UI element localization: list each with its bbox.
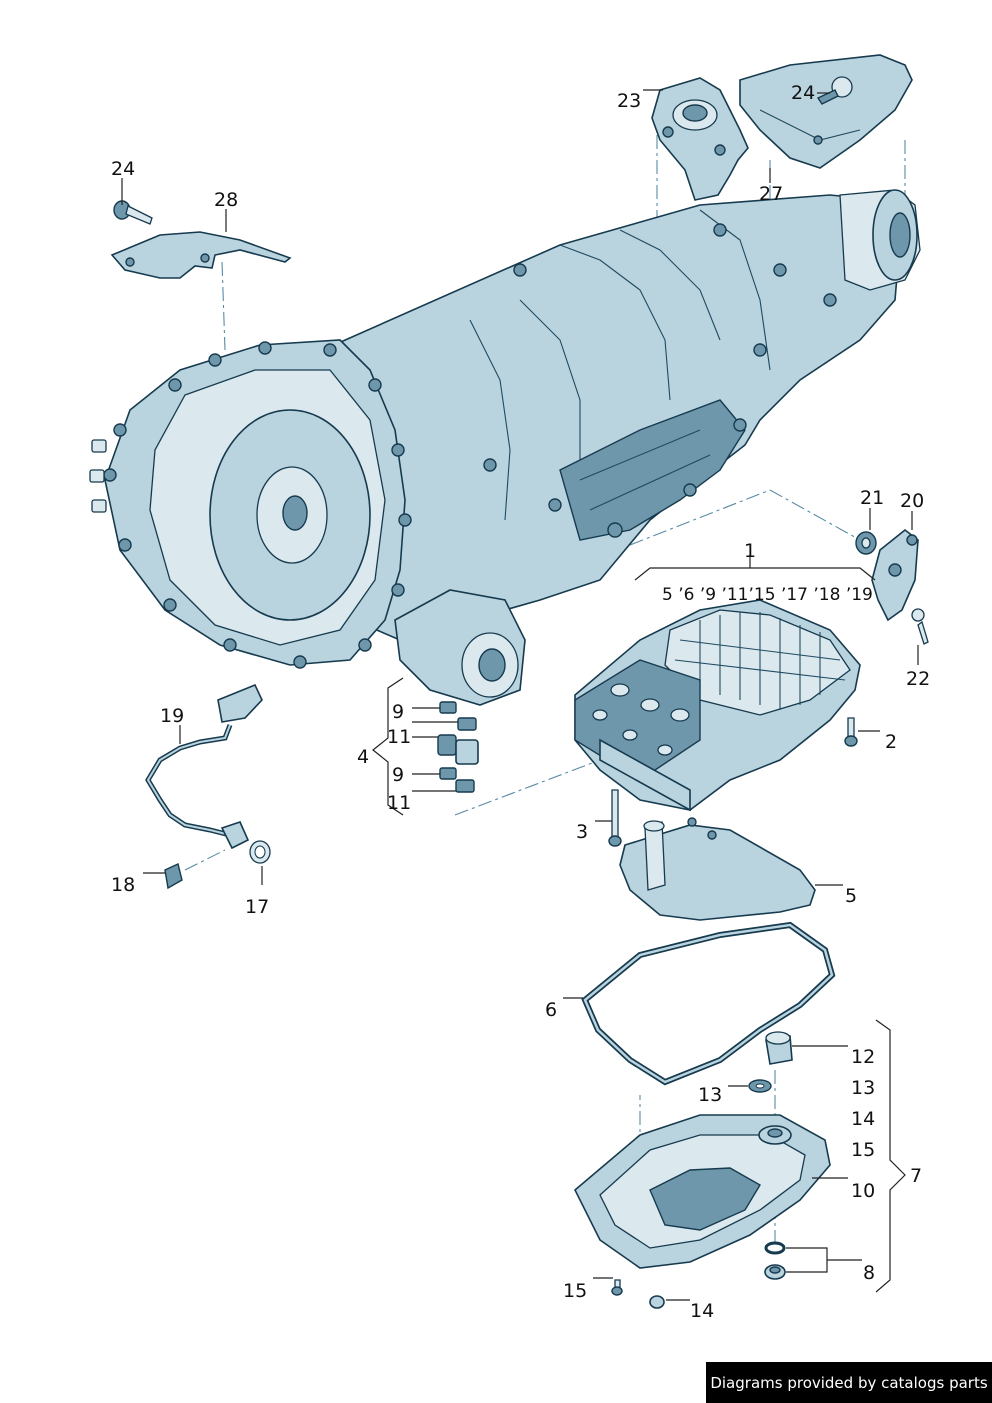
label-17: 17 [245,896,269,918]
label-15: 15 [563,1280,587,1302]
label-6: 6 [545,999,557,1021]
label-24-left: 24 [111,158,135,180]
label-11-top: 11 [387,726,411,748]
gasket-6 [581,921,836,1086]
plug-12-13 [748,1031,793,1093]
label-12: 12 [851,1046,875,1068]
label-15-list: 15 [851,1139,875,1161]
label-9-bottom: 9 [392,764,404,786]
label-4: 4 [357,746,369,768]
leader-lines [121,89,919,1301]
label-group-1-components: 5 ’6 ’9 ’11’15 ’17 ’18 ’19 [662,585,873,605]
harness-19 [145,683,271,890]
label-14: 14 [690,1300,714,1322]
valve-body-1 [574,599,861,812]
label-10: 10 [851,1180,875,1202]
label-20: 20 [900,490,924,512]
label-7: 7 [910,1165,922,1187]
selector-parts-20-22 [855,528,929,645]
oil-pan-10 [574,1114,831,1269]
mount-bracket-23 [651,77,749,201]
bolt-24-right [816,76,853,105]
cover-27 [739,54,913,169]
label-13: 13 [698,1084,722,1106]
filter-5 [619,817,816,921]
label-9-top: 9 [392,701,404,723]
bushings-9-11 [437,701,479,793]
label-21: 21 [860,487,884,509]
callout-labels: 24 28 23 24 27 21 20 22 1 5 ’6 ’9 ’11’15… [111,82,930,1322]
footer-credit: Diagrams provided by catalogs parts [706,1362,992,1403]
label-22: 22 [906,668,930,690]
label-13-list: 13 [851,1077,875,1099]
label-5: 5 [845,885,857,907]
label-14-list: 14 [851,1108,875,1130]
label-27: 27 [759,183,783,205]
transmission-housing [89,189,921,706]
label-11-bottom: 11 [387,792,411,814]
bolt-24-left [113,200,153,225]
label-28: 28 [214,189,238,211]
label-19: 19 [160,705,184,727]
heat-shield-28 [110,231,292,279]
label-2: 2 [885,731,897,753]
drain-parts-8-14-15 [611,1241,786,1309]
label-23: 23 [617,90,641,112]
label-24-right: 24 [791,82,815,104]
label-18: 18 [111,874,135,896]
label-8: 8 [863,1262,875,1284]
label-1: 1 [744,540,756,562]
label-3: 3 [576,821,588,843]
bolts-2-3 [608,717,858,847]
